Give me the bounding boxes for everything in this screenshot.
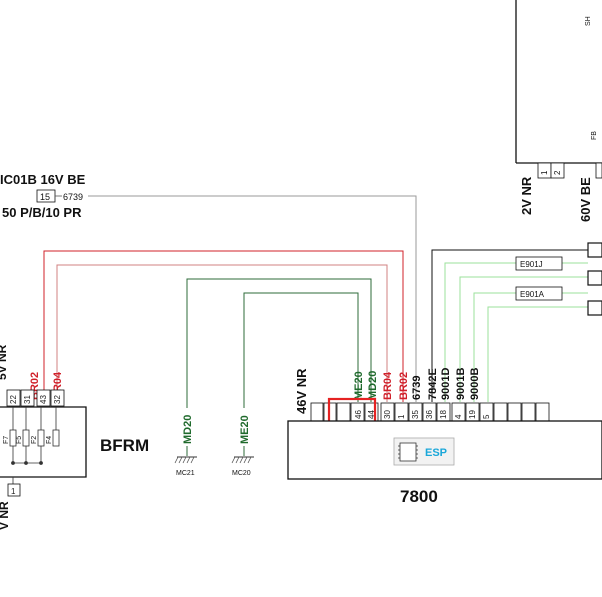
label-6739: 6739 xyxy=(411,376,423,400)
top-pin-1: 1 xyxy=(540,170,549,175)
partial-left-label-top: 5V NR xyxy=(0,344,9,380)
wire-9001b xyxy=(459,276,588,402)
esp-label: ESP xyxy=(425,447,447,459)
pin-30: 30 xyxy=(383,410,392,419)
label-9001b: 9001B xyxy=(455,368,467,400)
wire-7842e xyxy=(431,249,588,402)
ground-mc20: ME20 MC20 xyxy=(231,415,254,477)
ground-mc21: MD20 MC21 xyxy=(174,415,197,477)
fuse-f7: F7 xyxy=(3,436,10,444)
wire-9000b-a xyxy=(473,292,588,402)
module-7800-title: 7800 xyxy=(400,487,438,506)
connector-2v-nr: 2V NR xyxy=(519,176,534,215)
bfrm-fuses xyxy=(9,407,60,465)
module-7800: 46V NR ME20 MD20 BR04 BR02 6739 7842E 90… xyxy=(287,368,602,506)
sh-label: SH xyxy=(585,16,592,26)
wire-me20 xyxy=(243,292,359,408)
top-pin-2: 2 xyxy=(553,170,562,175)
label-md20: MD20 xyxy=(367,371,379,400)
label-br04: BR04 xyxy=(382,371,394,400)
bfrm-pin-43: 43 xyxy=(39,395,48,404)
e901j-label: E901J xyxy=(520,260,543,269)
pin-strip-7800 xyxy=(310,402,550,422)
label-me20: ME20 xyxy=(353,371,365,400)
ic01b-subtitle: 50 P/B/10 PR xyxy=(2,205,82,220)
pin-46: 46 xyxy=(354,410,363,419)
pin-4: 4 xyxy=(454,414,463,419)
pin-19: 19 xyxy=(468,410,477,419)
ic01b-title: IC01B 16V BE xyxy=(0,172,86,187)
label-9001d: 9001D xyxy=(440,368,452,400)
right-top-module: SH FB 1 2 2V NR 60V BE xyxy=(515,0,602,222)
label-9000b: 9000B xyxy=(469,368,481,400)
label-br02: BR02 xyxy=(398,372,410,400)
fuse-f5: F5 xyxy=(16,436,23,444)
esp-chip-icon: ESP xyxy=(393,437,455,466)
pin-36: 36 xyxy=(425,410,434,419)
fuse-f2: F2 xyxy=(31,436,38,444)
bfrm-title: BFRM xyxy=(100,436,149,455)
bfrm-pin-32: 32 xyxy=(53,395,62,404)
ground-label-mc21: MC21 xyxy=(176,470,195,477)
label-7842e: 7842E xyxy=(427,368,439,400)
wire-9000b-b xyxy=(487,306,588,402)
e901a-label: E901A xyxy=(520,290,545,299)
fb-label: FB xyxy=(591,131,598,140)
partial-left-label-bottom: V NR xyxy=(0,501,11,530)
ic01b-wire: 6739 xyxy=(63,192,83,202)
wire-br04 xyxy=(56,264,388,402)
bfrm-pin-31: 31 xyxy=(23,395,32,404)
wires xyxy=(43,195,588,408)
pin-35: 35 xyxy=(411,410,420,419)
pin-44: 44 xyxy=(367,410,376,419)
bfrm-bottom-pin: 1 xyxy=(11,487,16,496)
pin-18: 18 xyxy=(439,410,448,419)
right-edge-connectors: E901J E901A xyxy=(515,242,602,316)
left-connector: IC01B 16V BE 15 6739 50 P/B/10 PR 5V NR … xyxy=(0,172,86,530)
bfrm-pin-22: 22 xyxy=(9,395,18,404)
wire-6739 xyxy=(88,195,417,402)
bfrm-module: BR02 BR04 22 31 43 32 F7 F5 F2 xyxy=(0,371,149,497)
connector-46v-nr: 46V NR xyxy=(294,368,309,414)
ground-label-mc20: MC20 xyxy=(232,470,251,477)
ground-wire-md20: MD20 xyxy=(182,415,194,444)
wire-br02 xyxy=(43,250,404,402)
ic01b-pin: 15 xyxy=(40,192,50,202)
ground-wire-me20: ME20 xyxy=(239,415,251,444)
pin-5: 5 xyxy=(482,414,491,419)
connector-60v-be: 60V BE xyxy=(578,177,593,222)
fuse-f4: F4 xyxy=(46,436,53,444)
wire-md20 xyxy=(186,278,372,408)
pin-1: 1 xyxy=(397,414,406,419)
